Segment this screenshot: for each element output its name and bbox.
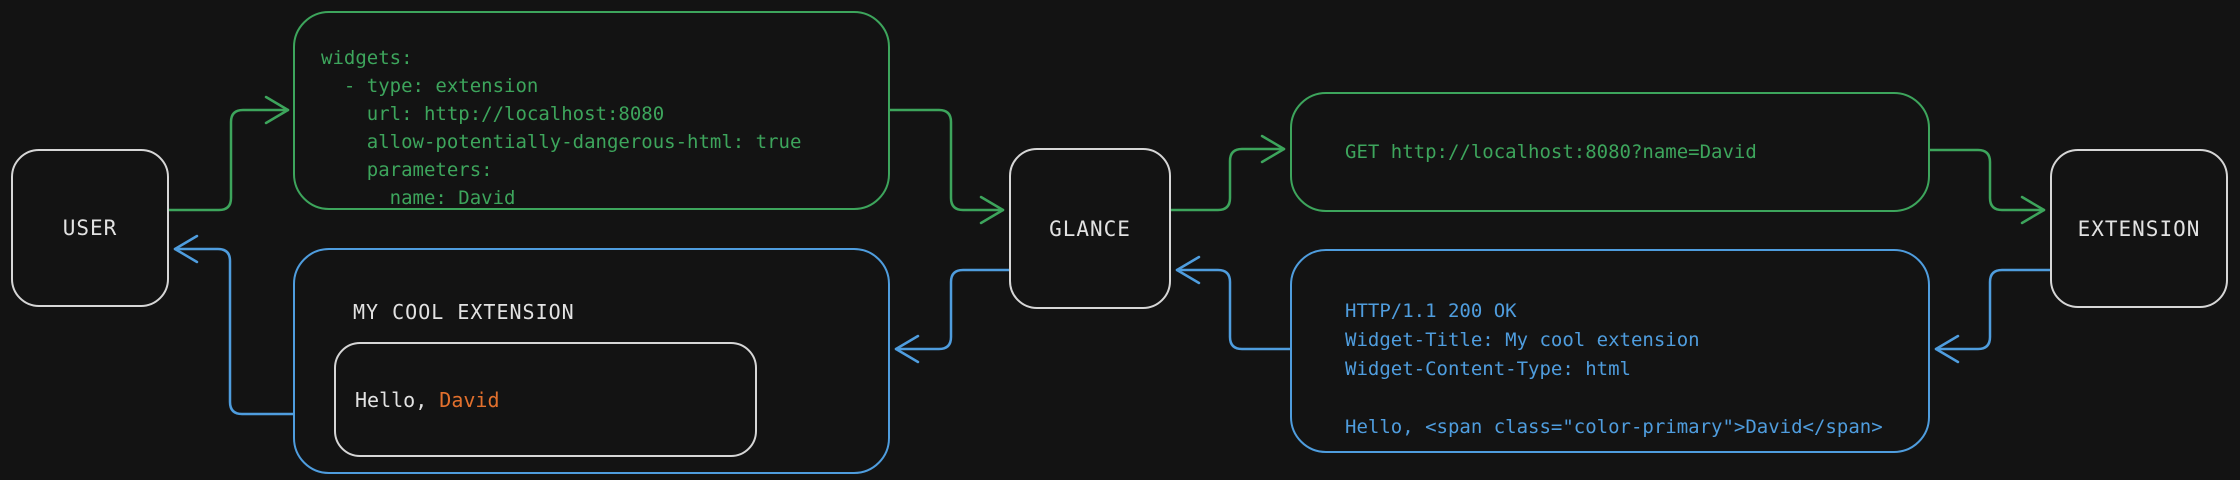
extension-node-label: EXTENSION <box>2077 216 2201 241</box>
edge-extension-to-response <box>1934 268 2052 351</box>
glance-node: GLANCE <box>1009 148 1171 309</box>
edge-glance-to-widget <box>894 268 1011 351</box>
request-line: GET http://localhost:8080?name=David <box>1345 141 1757 163</box>
edge-widget-to-user <box>173 247 295 416</box>
response-box: HTTP/1.1 200 OK Widget-Title: My cool ex… <box>1290 249 1930 453</box>
greeting-prefix: Hello, <box>355 387 440 412</box>
extension-node: EXTENSION <box>2050 149 2228 308</box>
user-node-label: USER <box>62 216 118 240</box>
arrowhead-glance-to-request <box>1260 134 1286 164</box>
request-box: GET http://localhost:8080?name=David <box>1290 92 1930 212</box>
user-node: USER <box>11 149 169 307</box>
edge-request-to-extension <box>1928 148 2046 212</box>
greeting-name: David <box>439 387 500 412</box>
config-yaml-code: widgets: - type: extension url: http://l… <box>321 47 802 209</box>
widget-greeting-box: Hello, David <box>334 342 757 457</box>
arrowhead-widget-to-user <box>173 234 199 264</box>
widget-title: MY COOL EXTENSION <box>353 300 575 324</box>
arrowhead-response-to-glance <box>1175 255 1201 285</box>
edge-user-to-config <box>167 108 290 212</box>
edge-response-to-glance <box>1175 268 1292 351</box>
arrowhead-user-to-config <box>264 95 290 125</box>
widget-preview-box: MY COOL EXTENSION Hello, David <box>293 248 890 474</box>
glance-node-label: GLANCE <box>1049 216 1131 241</box>
arrowhead-request-to-extension <box>2020 195 2046 225</box>
edge-glance-to-request <box>1169 147 1286 212</box>
arrowhead-config-to-glance <box>979 195 1005 225</box>
response-http-code: HTTP/1.1 200 OK Widget-Title: My cool ex… <box>1345 300 1883 438</box>
edge-config-to-glance <box>888 108 1005 212</box>
arrowhead-glance-to-widget <box>894 334 920 364</box>
arrowhead-extension-to-response <box>1934 334 1960 364</box>
config-box: widgets: - type: extension url: http://l… <box>293 11 890 210</box>
